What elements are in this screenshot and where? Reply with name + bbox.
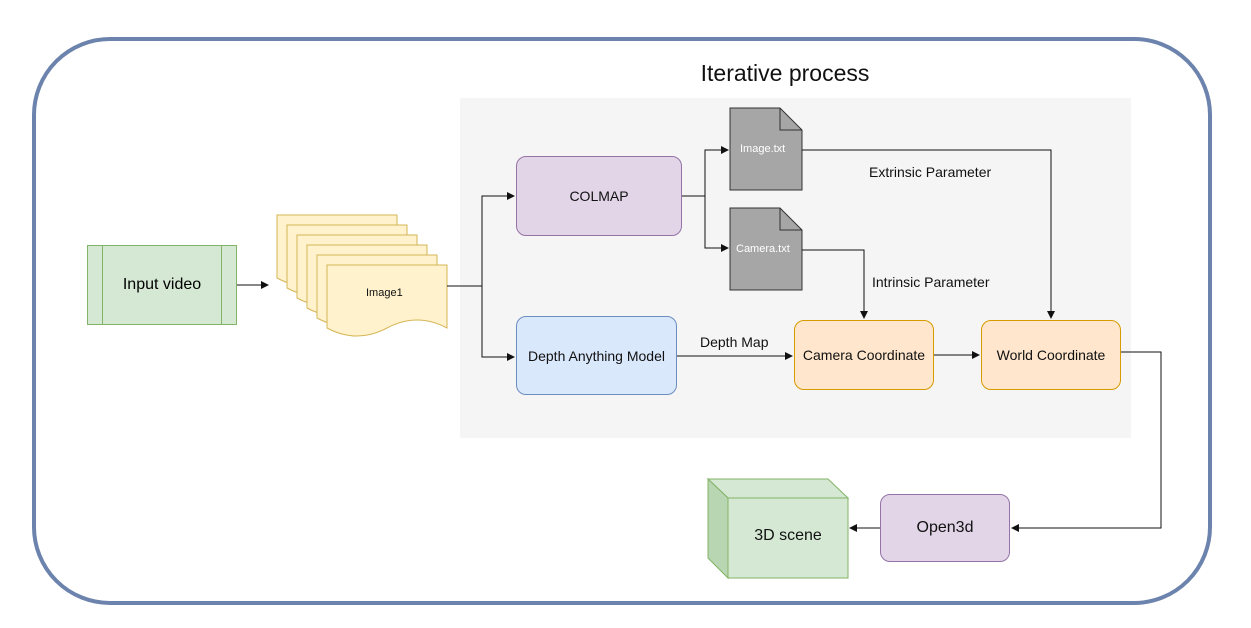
image-stack-icon xyxy=(276,214,448,337)
world-coordinate-label: World Coordinate xyxy=(996,347,1106,363)
camera-coordinate-label: Camera Coordinate xyxy=(802,347,926,363)
depth-anything-model-label: Depth Anything Model xyxy=(528,347,665,364)
colmap-node: COLMAP xyxy=(516,156,682,236)
image-txt-label: Image.txt xyxy=(740,143,786,155)
open3d-node: Open3d xyxy=(880,494,1010,562)
input-video-label: Input video xyxy=(122,276,202,293)
input-video-node: Input video xyxy=(87,245,237,325)
camera-txt-label: Camera.txt xyxy=(736,243,790,255)
depth-map-label: Depth Map xyxy=(700,334,769,350)
outer-frame xyxy=(32,37,1212,605)
image-txt-file-icon xyxy=(729,107,803,191)
edge-extrinsic xyxy=(802,149,1055,319)
edge-colmap-to-image-txt xyxy=(682,146,729,197)
camera-txt-file-icon xyxy=(729,207,803,291)
colmap-label: COLMAP xyxy=(569,188,629,204)
3d-scene-cube-icon xyxy=(706,477,850,580)
image-stack-label: Image1 xyxy=(366,287,403,299)
edge-images-to-colmap xyxy=(447,192,515,287)
3d-scene-label: 3D scene xyxy=(754,527,822,544)
intrinsic-parameter-label: Intrinsic Parameter xyxy=(872,274,990,290)
camera-coordinate-node: Camera Coordinate xyxy=(794,320,934,390)
edge-intrinsic xyxy=(802,249,868,319)
depth-anything-model-node: Depth Anything Model xyxy=(516,316,677,395)
edge-images-to-depth xyxy=(481,286,515,361)
edge-colmap-to-camera-txt xyxy=(704,196,729,252)
open3d-label: Open3d xyxy=(916,519,974,536)
diagram-title: Iterative process xyxy=(700,60,870,86)
world-coordinate-node: World Coordinate xyxy=(981,320,1121,390)
edge-world-to-open3d xyxy=(1011,351,1162,532)
extrinsic-parameter-label: Extrinsic Parameter xyxy=(869,164,992,180)
